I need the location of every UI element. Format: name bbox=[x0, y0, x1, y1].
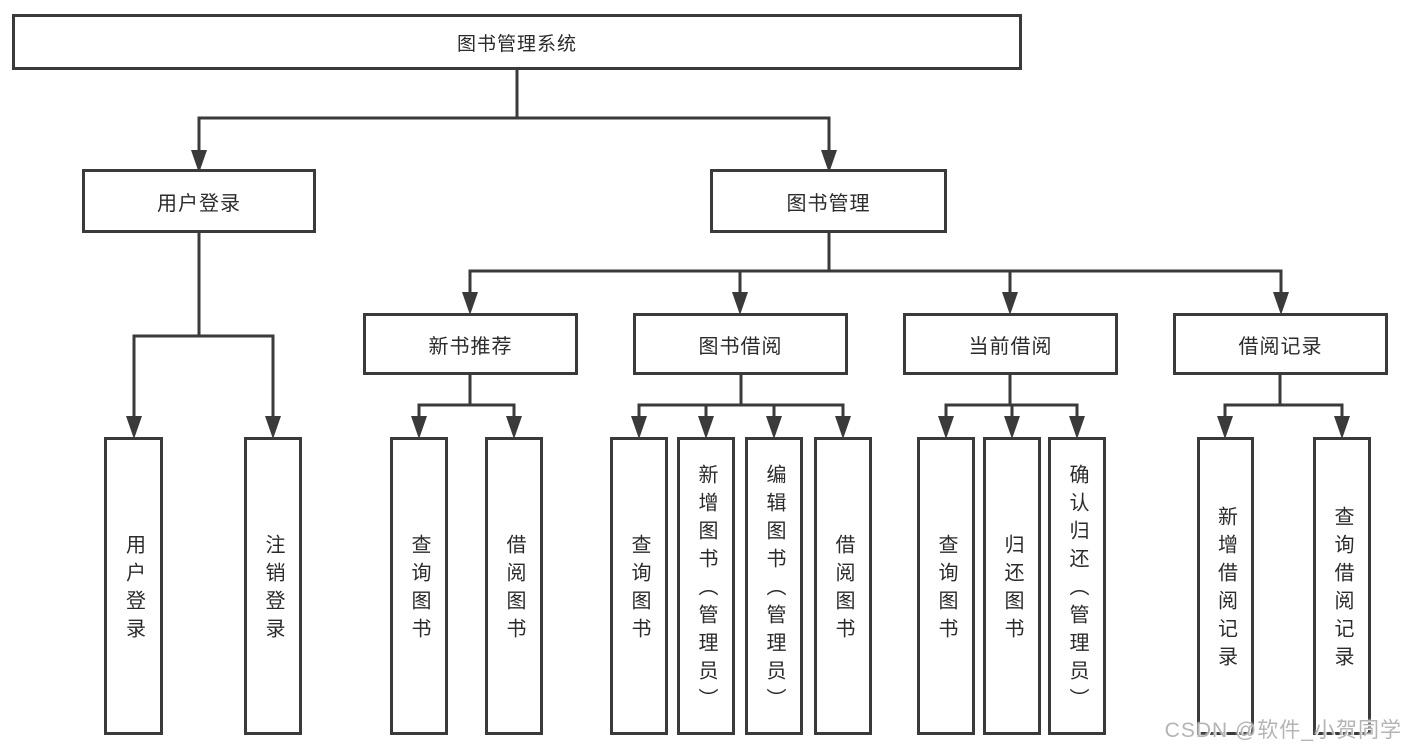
arrowhead bbox=[462, 292, 478, 315]
node-label: 图书管理系统 bbox=[456, 33, 577, 55]
arrowhead bbox=[1217, 416, 1233, 439]
leaf-label: 归还图书 bbox=[1001, 534, 1023, 646]
node-user-login: 用户登录 bbox=[82, 169, 316, 233]
arrowhead bbox=[506, 416, 522, 439]
node-label: 借阅记录 bbox=[1238, 335, 1323, 358]
leaf-label: 查询图书 bbox=[408, 534, 430, 646]
leaf-query-books-recommend: 查询图书 bbox=[390, 437, 448, 735]
leaf-label: 编辑图书（管理员） bbox=[763, 464, 785, 716]
arrowhead bbox=[1069, 416, 1085, 439]
arrowhead bbox=[821, 150, 837, 173]
arrowhead bbox=[126, 416, 142, 439]
arrowhead bbox=[1273, 292, 1289, 315]
csdn-watermark: CSDN @软件_小贺同学 bbox=[1164, 719, 1402, 742]
leaf-label: 新增图书（管理员） bbox=[695, 464, 717, 716]
leaf-confirm-return-admin: 确认归还（管理员） bbox=[1048, 437, 1106, 735]
node-book-management: 图书管理 bbox=[710, 169, 947, 233]
leaf-label: 新增借阅记录 bbox=[1214, 506, 1237, 674]
leaf-label: 查询借阅记录 bbox=[1331, 506, 1353, 674]
node-new-book-recommendation: 新书推荐 bbox=[363, 313, 578, 375]
leaf-return-books: 归还图书 bbox=[983, 437, 1041, 735]
leaf-query-borrow-record: 查询借阅记录 bbox=[1313, 437, 1371, 735]
arrowhead bbox=[265, 416, 281, 439]
arrowhead bbox=[191, 150, 207, 173]
arrowhead bbox=[1002, 292, 1018, 315]
leaf-edit-book-admin: 编辑图书（管理员） bbox=[745, 437, 803, 735]
leaf-label: 借阅图书 bbox=[832, 534, 854, 646]
arrowhead bbox=[938, 416, 954, 439]
node-label: 当前借阅 bbox=[968, 335, 1053, 358]
node-current-borrowing: 当前借阅 bbox=[903, 313, 1118, 375]
node-library-management-system: 图书管理系统 bbox=[12, 14, 1022, 70]
node-borrowing-records: 借阅记录 bbox=[1173, 313, 1388, 375]
arrowhead bbox=[698, 416, 714, 439]
leaf-label: 查询图书 bbox=[935, 534, 957, 646]
arrowhead bbox=[411, 416, 427, 439]
arrowhead bbox=[835, 416, 851, 439]
node-label: 新书推荐 bbox=[428, 335, 513, 358]
arrowhead bbox=[766, 416, 782, 439]
node-label: 用户登录 bbox=[157, 192, 241, 215]
arrowhead bbox=[631, 416, 647, 439]
leaf-label: 确认归还（管理员） bbox=[1066, 464, 1088, 716]
leaf-borrow-books-recommend: 借阅图书 bbox=[485, 437, 543, 735]
leaf-query-books-current: 查询图书 bbox=[917, 437, 975, 735]
leaf-label: 查询图书 bbox=[628, 534, 650, 646]
leaf-add-borrow-record: 新增借阅记录 bbox=[1197, 437, 1254, 735]
node-label: 图书借阅 bbox=[698, 335, 783, 358]
leaf-label: 借阅图书 bbox=[503, 534, 525, 646]
arrowhead bbox=[732, 292, 748, 315]
leaf-user-login: 用户登录 bbox=[104, 437, 163, 735]
leaf-label: 注销登录 bbox=[262, 534, 284, 646]
leaf-query-books-borrowing: 查询图书 bbox=[610, 437, 668, 735]
arrowhead bbox=[1004, 416, 1020, 439]
node-label: 图书管理 bbox=[786, 192, 871, 215]
leaf-logout: 注销登录 bbox=[244, 437, 302, 735]
arrowhead bbox=[1334, 416, 1350, 439]
leaf-label: 用户登录 bbox=[122, 534, 145, 646]
leaf-borrow-books-borrowing: 借阅图书 bbox=[814, 437, 872, 735]
node-book-borrowing: 图书借阅 bbox=[633, 313, 848, 375]
leaf-add-book-admin: 新增图书（管理员） bbox=[677, 437, 735, 735]
